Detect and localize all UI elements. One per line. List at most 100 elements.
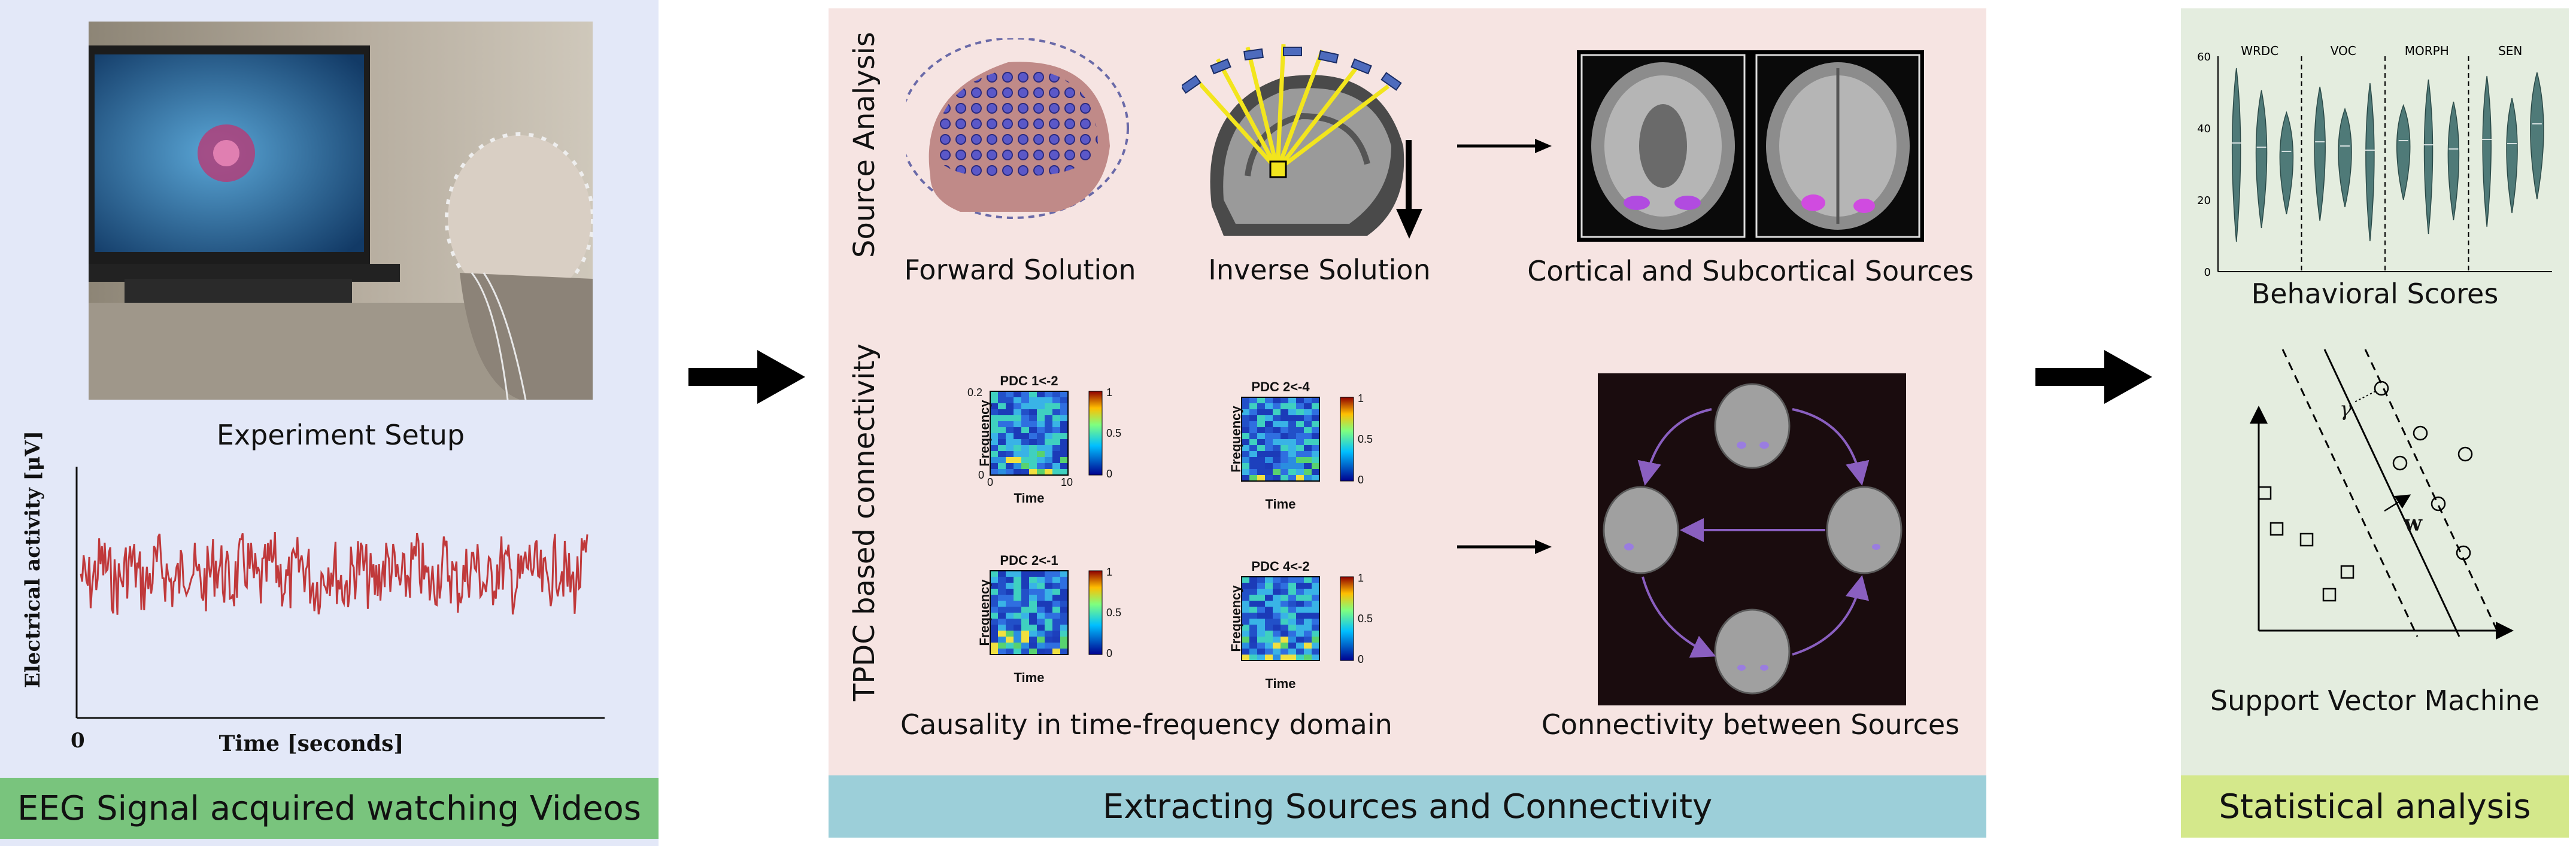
violin-y-tick: 60 bbox=[2197, 51, 2211, 63]
violin-shape bbox=[2396, 104, 2411, 200]
pdc-ylabel: Frequency bbox=[977, 579, 992, 646]
tpdc-connectivity-label: TPDC based connectivity bbox=[848, 343, 881, 701]
pdc-xlabel: Time bbox=[1014, 491, 1045, 506]
svm-class-b-point bbox=[2374, 381, 2389, 396]
violin-shape bbox=[2338, 107, 2352, 208]
violin-y-tick: 20 bbox=[2197, 194, 2211, 207]
electrode-row bbox=[1182, 47, 1402, 94]
pdc-colorbar-tick: 0.5 bbox=[1106, 607, 1122, 619]
svm-hyperplane bbox=[2323, 349, 2460, 637]
pdc-heatmap bbox=[1241, 576, 1354, 661]
pdc-heatmap bbox=[990, 391, 1103, 476]
experiment-setup-caption: Experiment Setup bbox=[216, 419, 465, 451]
svm-class-a-point bbox=[2340, 565, 2354, 579]
violin-shape bbox=[2506, 98, 2518, 214]
pdc-title: PDC 4<-2 bbox=[1251, 559, 1310, 574]
svm-class-b-point bbox=[2431, 496, 2446, 512]
pdc-heatmap bbox=[1241, 397, 1354, 482]
forward-solution-image bbox=[906, 38, 1129, 219]
pdc-xlabel: Time bbox=[1265, 497, 1296, 512]
pdc-colorbar-tick: 0.5 bbox=[1106, 427, 1122, 439]
violin-group-label: WRDC bbox=[2241, 44, 2278, 58]
pdc-colorbar bbox=[1340, 397, 1354, 482]
pdc-xlabel: Time bbox=[1014, 670, 1045, 685]
inverse-solution-image bbox=[1200, 44, 1404, 236]
pdc-colorbar-tick: 0.5 bbox=[1358, 613, 1373, 625]
violin-y-tick: 0 bbox=[2204, 266, 2211, 279]
source-node-bottom bbox=[1714, 608, 1791, 695]
eeg-y-axis-label: Electrical activity [μV] bbox=[21, 431, 45, 688]
pdc-colorbar-tick: 1 bbox=[1358, 572, 1364, 584]
svm-margin-gamma-label: γ bbox=[2340, 397, 2352, 421]
svm-class-b-point bbox=[2413, 425, 2428, 441]
pdc-ylabel: Frequency bbox=[1228, 585, 1243, 652]
violin-shape bbox=[2279, 111, 2294, 215]
violin-group-label: VOC bbox=[2331, 44, 2356, 58]
source-analysis-label: Source Analysis bbox=[848, 32, 881, 258]
svm-caption: Support Vector Machine bbox=[2210, 684, 2540, 717]
source-node-right bbox=[1826, 486, 1903, 574]
svm-class-b-point bbox=[2456, 545, 2471, 561]
pdc-title: PDC 1<-2 bbox=[1000, 373, 1058, 388]
pdc-colorbar-tick: 0 bbox=[1106, 468, 1113, 480]
inverse-down-arrow bbox=[1396, 140, 1422, 239]
forward-solution-caption: Forward Solution bbox=[904, 254, 1136, 286]
violin-shape bbox=[2530, 72, 2544, 200]
pdc-colorbar-tick: 0 bbox=[1106, 647, 1113, 659]
eeg-acquisition-footer: EEG Signal acquired watching Videos bbox=[0, 778, 659, 839]
pdc-ylabel: Frequency bbox=[977, 400, 992, 467]
svm-weight-vector-label: w bbox=[2404, 511, 2422, 536]
cortical-sources-caption: Cortical and Subcortical Sources bbox=[1527, 255, 1974, 287]
sources-connectivity-footer: Extracting Sources and Connectivity bbox=[829, 775, 1986, 838]
flow-arrow-2 bbox=[2035, 350, 2152, 404]
pdc-colorbar bbox=[1340, 576, 1354, 661]
svm-margin-left bbox=[2281, 349, 2419, 637]
violin-shape bbox=[2231, 68, 2241, 242]
row1-arrow bbox=[1457, 139, 1552, 153]
eeg-x-origin-label: 0 bbox=[71, 729, 85, 753]
pdc-colorbar-tick: 0 bbox=[1358, 653, 1364, 665]
violin-shape bbox=[2314, 86, 2326, 221]
svm-class-b-point bbox=[2392, 455, 2408, 471]
eeg-trace-line bbox=[80, 532, 588, 615]
pdc-x-tick: 0 bbox=[987, 476, 994, 488]
pdc-y-tick: 0.2 bbox=[967, 387, 983, 398]
svm-margin-right bbox=[2364, 349, 2501, 637]
pdc-colorbar-tick: 1 bbox=[1106, 387, 1113, 398]
pdc-title: PDC 2<-4 bbox=[1251, 379, 1310, 394]
panel-eeg-acquisition: Experiment Setup Electrical activity [μV… bbox=[0, 0, 659, 846]
violin-shape bbox=[2423, 79, 2434, 235]
violin-group-label: SEN bbox=[2498, 44, 2522, 58]
pdc-heatmap bbox=[990, 570, 1103, 655]
svm-class-a-point bbox=[2299, 532, 2314, 547]
violin-shape bbox=[2482, 75, 2492, 227]
pdc-x-tick: 10 bbox=[1061, 476, 1073, 488]
row2-arrow bbox=[1457, 540, 1552, 554]
pdc-colorbar-tick: 0 bbox=[1358, 474, 1364, 486]
panel-sources-connectivity: Source Analysis TPDC based connectivity … bbox=[829, 8, 1986, 838]
violin-shape bbox=[2365, 83, 2375, 242]
flow-arrow-1 bbox=[688, 350, 805, 404]
svm-class-a-point bbox=[2258, 486, 2272, 500]
behavioral-scores-violin-chart: 60 40 20 0 WRDC VOC MORPH SEN bbox=[2197, 44, 2552, 279]
eeg-signal-plot bbox=[75, 467, 605, 719]
violin-shape bbox=[2447, 101, 2460, 221]
statistical-analysis-footer: Statistical analysis bbox=[2181, 775, 2569, 838]
svm-class-a-point bbox=[2322, 588, 2337, 602]
pdc-ylabel: Frequency bbox=[1228, 406, 1243, 473]
violin-y-tick: 40 bbox=[2197, 123, 2211, 135]
pdc-colorbar-tick: 0.5 bbox=[1358, 433, 1373, 445]
pdc-y-tick: 0 bbox=[978, 469, 985, 481]
violin-group-label: MORPH bbox=[2405, 44, 2449, 58]
svm-class-a-point bbox=[2269, 522, 2284, 536]
eeg-x-axis-label: Time [seconds] bbox=[219, 731, 404, 756]
violin-shape bbox=[2255, 90, 2268, 229]
source-node-top bbox=[1714, 383, 1791, 469]
connectivity-graph bbox=[1598, 373, 1906, 705]
pdc-title: PDC 2<-1 bbox=[1000, 553, 1058, 568]
